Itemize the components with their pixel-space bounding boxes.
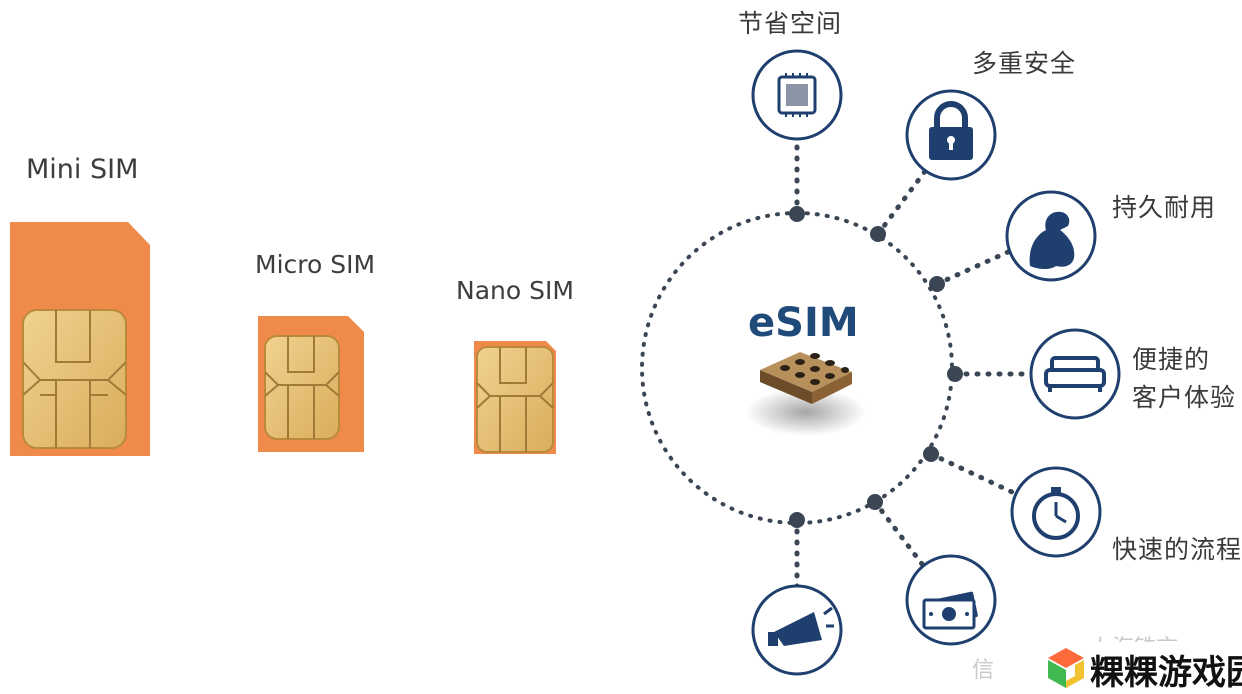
- muscle-arm-icon: [1029, 211, 1075, 269]
- esim-chip-icon: [746, 352, 866, 436]
- feature-label-security: 多重安全: [972, 49, 1077, 78]
- micro-sim-card: [258, 316, 364, 452]
- chip-icon: [777, 73, 817, 117]
- watermark-prefix: 信: [972, 658, 995, 683]
- feature-label-space: 节省空间: [738, 9, 843, 38]
- nano-sim-label: Nano SIM: [456, 276, 574, 305]
- nano-sim-card: [474, 341, 556, 454]
- esim-title: eSIM: [748, 300, 859, 346]
- stopwatch-icon: [1032, 487, 1080, 540]
- mini-sim-label: Mini SIM: [26, 154, 139, 185]
- brand-logo-icon: [1048, 648, 1084, 688]
- connector-lines: [794, 137, 1035, 593]
- mini-sim-card: [10, 222, 150, 456]
- lock-icon: [929, 101, 973, 160]
- feature-label-experience-line2: 客户体验: [1132, 383, 1237, 412]
- feature-label-durable: 持久耐用: [1112, 193, 1217, 222]
- megaphone-icon: [768, 606, 834, 646]
- micro-sim-label: Micro SIM: [255, 250, 376, 279]
- sofa-icon: [1044, 356, 1106, 392]
- brand-name: 粿粿游戏园: [1090, 653, 1242, 693]
- money-bill-icon: [922, 591, 978, 630]
- ring-nodes: [789, 206, 963, 528]
- feature-label-experience-line1: 便捷的: [1132, 345, 1211, 374]
- feature-label-fast: 快速的流程: [1112, 535, 1242, 564]
